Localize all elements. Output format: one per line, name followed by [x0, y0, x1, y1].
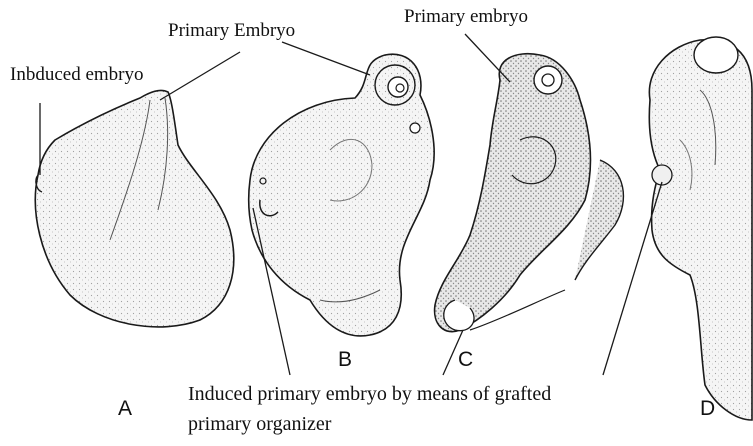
panel-label-a: A — [118, 397, 132, 421]
embryo-c — [435, 54, 624, 332]
panel-label-b: B — [338, 348, 352, 372]
embryo-d — [649, 37, 752, 420]
panel-label-d: D — [700, 397, 715, 421]
label-primary-embryo-c: Primary embryo — [404, 6, 528, 28]
embryo-b — [249, 54, 434, 336]
label-induced-embryo: Inbduced embryo — [10, 64, 143, 86]
panel-label-c: C — [458, 348, 473, 372]
caption-line-1: Induced primary embryo by means of graft… — [188, 383, 551, 406]
caption-line-2: primary organizer — [188, 413, 331, 436]
embryo-a — [35, 90, 233, 327]
label-primary-embryo-b: Primary Embryo — [168, 20, 295, 42]
